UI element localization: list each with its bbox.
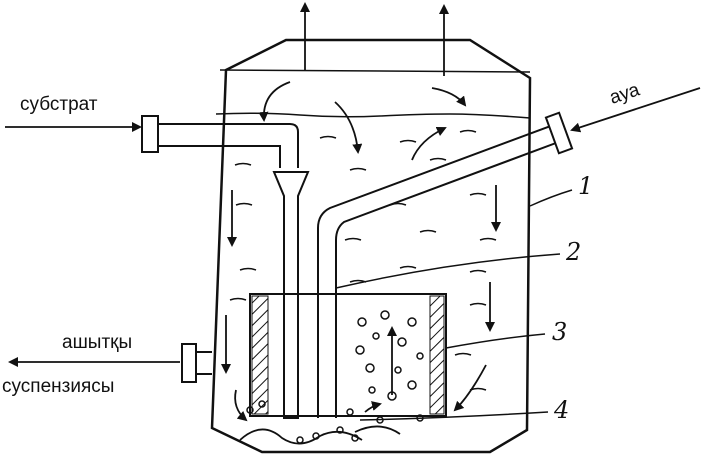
hatched-wall-right (429, 295, 445, 415)
outlet-flange (181, 343, 197, 383)
outlet-pipe (196, 351, 212, 375)
air-pipe (317, 123, 565, 418)
callout-3: 3 (552, 318, 567, 346)
carrier-box (249, 293, 447, 417)
hatched-wall-left (251, 295, 269, 415)
leader-lines (335, 189, 573, 421)
air-flange (544, 111, 574, 155)
vessel-top-seam (219, 69, 531, 73)
liquid-waves (229, 129, 497, 391)
callout-4: 4 (553, 396, 569, 424)
air-bubbles (246, 310, 424, 444)
liquid-level (215, 112, 531, 119)
air-label: ауа (607, 79, 643, 108)
substrate-pipe (158, 123, 299, 168)
bottom-sediment (239, 425, 401, 445)
air-arrow (570, 87, 701, 133)
circulation-arrows (221, 81, 501, 422)
callout-2: 2 (565, 238, 581, 266)
vessel-wall (210, 38, 532, 454)
outlet-label-line1: ашытқы (62, 332, 132, 353)
substrate-flange (141, 115, 159, 153)
substrate-label: субстрат (20, 94, 98, 115)
outlet-label-line2: суспензиясы (2, 376, 114, 397)
callout-1: 1 (578, 172, 593, 200)
